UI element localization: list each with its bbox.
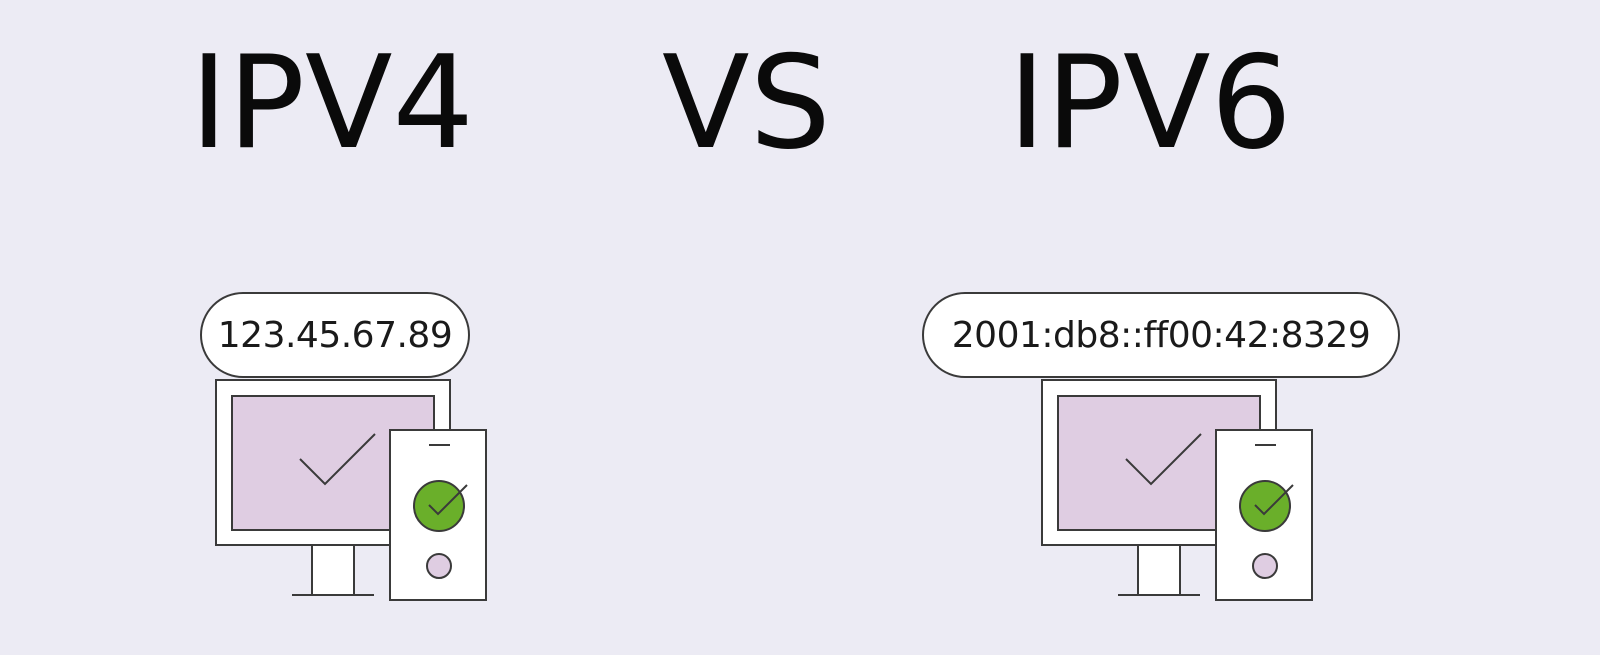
ipv6-device-illustration xyxy=(1041,379,1313,601)
ipv6-heading: IPV6 xyxy=(1008,29,1292,178)
ipv4-address-pill: 123.45.67.89 xyxy=(200,292,470,378)
phone-icon xyxy=(389,429,487,601)
vs-heading: VS xyxy=(662,29,831,178)
checkmark-icon xyxy=(428,484,468,516)
ipv4-heading: IPV4 xyxy=(190,29,474,178)
ipv4-device-illustration xyxy=(215,379,487,601)
phone-icon xyxy=(1215,429,1313,601)
ipv6-address-pill: 2001:db8::ff00:42:8329 xyxy=(922,292,1400,378)
checkmark-icon xyxy=(1254,484,1294,516)
